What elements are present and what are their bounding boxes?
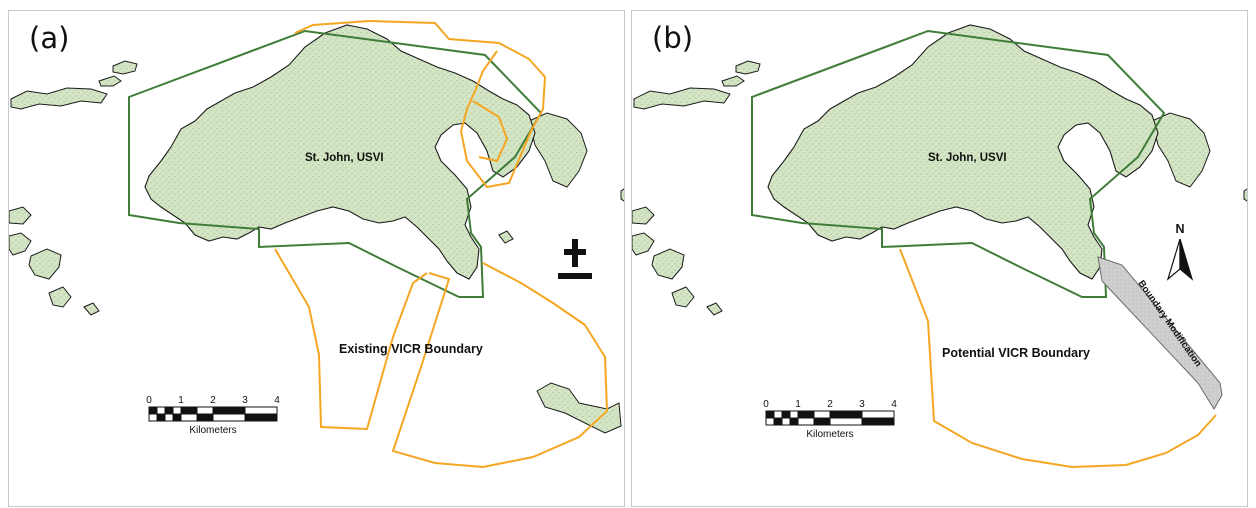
map-panel-a: St. John, USVI Existing VICR Boundary 0 …: [8, 10, 625, 507]
scale-unit: Kilometers: [189, 425, 236, 436]
scale-tick-3: 3: [859, 399, 865, 410]
scale-tick-2: 2: [827, 399, 833, 410]
map-canvas-a: St. John, USVI Existing VICR Boundary 0 …: [9, 19, 624, 469]
map-panel-b: Boundary Modification St. John, USVI Pot…: [631, 10, 1248, 507]
vicr-boundary-potential: [899, 248, 1217, 469]
scale-tick-3: 3: [242, 395, 248, 406]
boundary-modification-area: [1097, 256, 1223, 410]
scale-bar: 0 1 2 3 4 Kilometers: [146, 395, 280, 436]
north-label: N: [1175, 222, 1184, 236]
boundary-label: Potential VICR Boundary: [942, 346, 1090, 360]
scale-tick-0: 0: [763, 399, 769, 410]
panel-letter: (b): [652, 21, 694, 55]
panel-letter: (a): [29, 21, 70, 55]
scale-tick-4: 4: [891, 399, 897, 410]
neighbor-islands: [632, 60, 1247, 316]
scale-unit: Kilometers: [806, 429, 853, 440]
north-arrow-icon: N: [1166, 222, 1194, 281]
scale-tick-1: 1: [795, 399, 801, 410]
national-park-boundary: [751, 29, 1166, 298]
boundary-label: Existing VICR Boundary: [339, 342, 483, 356]
neighbor-islands: [9, 60, 624, 434]
vicr-boundary-existing: [274, 19, 609, 469]
scale-tick-0: 0: [146, 395, 152, 406]
island-label: St. John, USVI: [928, 152, 1007, 164]
north-arrow-icon: [558, 239, 592, 279]
scale-bar: 0 1 2 3 4 Kilometers: [763, 399, 897, 440]
st-john-island: [144, 24, 536, 280]
national-park-boundary: [128, 29, 543, 298]
map-canvas-b: Boundary Modification St. John, USVI Pot…: [632, 24, 1247, 469]
scale-tick-2: 2: [210, 395, 216, 406]
scale-tick-4: 4: [274, 395, 280, 406]
st-john-island: [767, 24, 1159, 280]
scale-tick-1: 1: [178, 395, 184, 406]
island-label: St. John, USVI: [305, 152, 384, 164]
